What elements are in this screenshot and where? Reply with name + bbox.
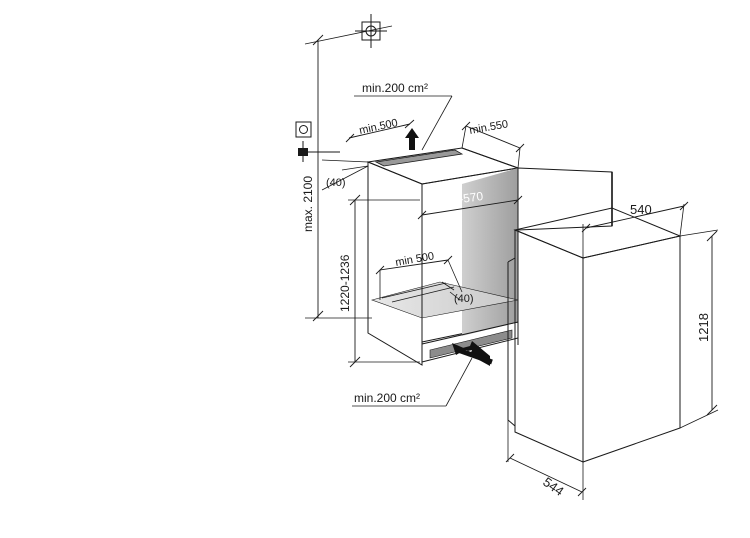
appliance-height-dimension [679,229,719,429]
power-socket-icon [295,121,312,138]
top-vent-callout [354,95,453,151]
niche-width-label: 560-570 [438,189,484,209]
top-vent-area-label: min.200 cm² [362,81,428,95]
ceiling-mount-icon [355,14,387,48]
appliance-height-label: 1218 [696,313,711,342]
max-height-dimension [304,25,393,322]
niche-height-label: 1220-1236 [338,254,352,312]
niche-width-dimension [417,195,523,220]
top-airflow-arrow [405,128,419,150]
niche-cabinet [366,147,520,366]
bottom-vent-callout [352,357,473,407]
floor-offset-dimension [441,281,461,301]
appliance-depth-label: 544 [540,474,566,499]
top-depth-dimension [345,119,415,143]
open-door [517,167,613,231]
top-depth-label: min.500 [358,117,399,137]
bottom-airflow-arrow [452,341,493,366]
side-offset-dimension [321,159,369,191]
refrigerator [507,207,682,463]
niche-height-dimension [348,194,420,368]
bottom-vent-area-label: min.200 cm² [354,391,420,405]
max-height-label: max. 2100 [301,176,315,232]
appliance-width-label: 540 [630,202,652,217]
appliance-depth-dimension [505,420,587,500]
top-width-label: min.550 [468,118,509,137]
top-width-dimension [461,121,525,169]
side-offset-top-label: (40) [326,177,346,189]
floor-offset-label: (40) [454,293,474,305]
floor-depth-dimension [375,255,463,300]
power-plug-icon [298,141,340,162]
floor-depth-label: min 500 [394,250,435,269]
appliance-width-dimension [581,201,689,258]
